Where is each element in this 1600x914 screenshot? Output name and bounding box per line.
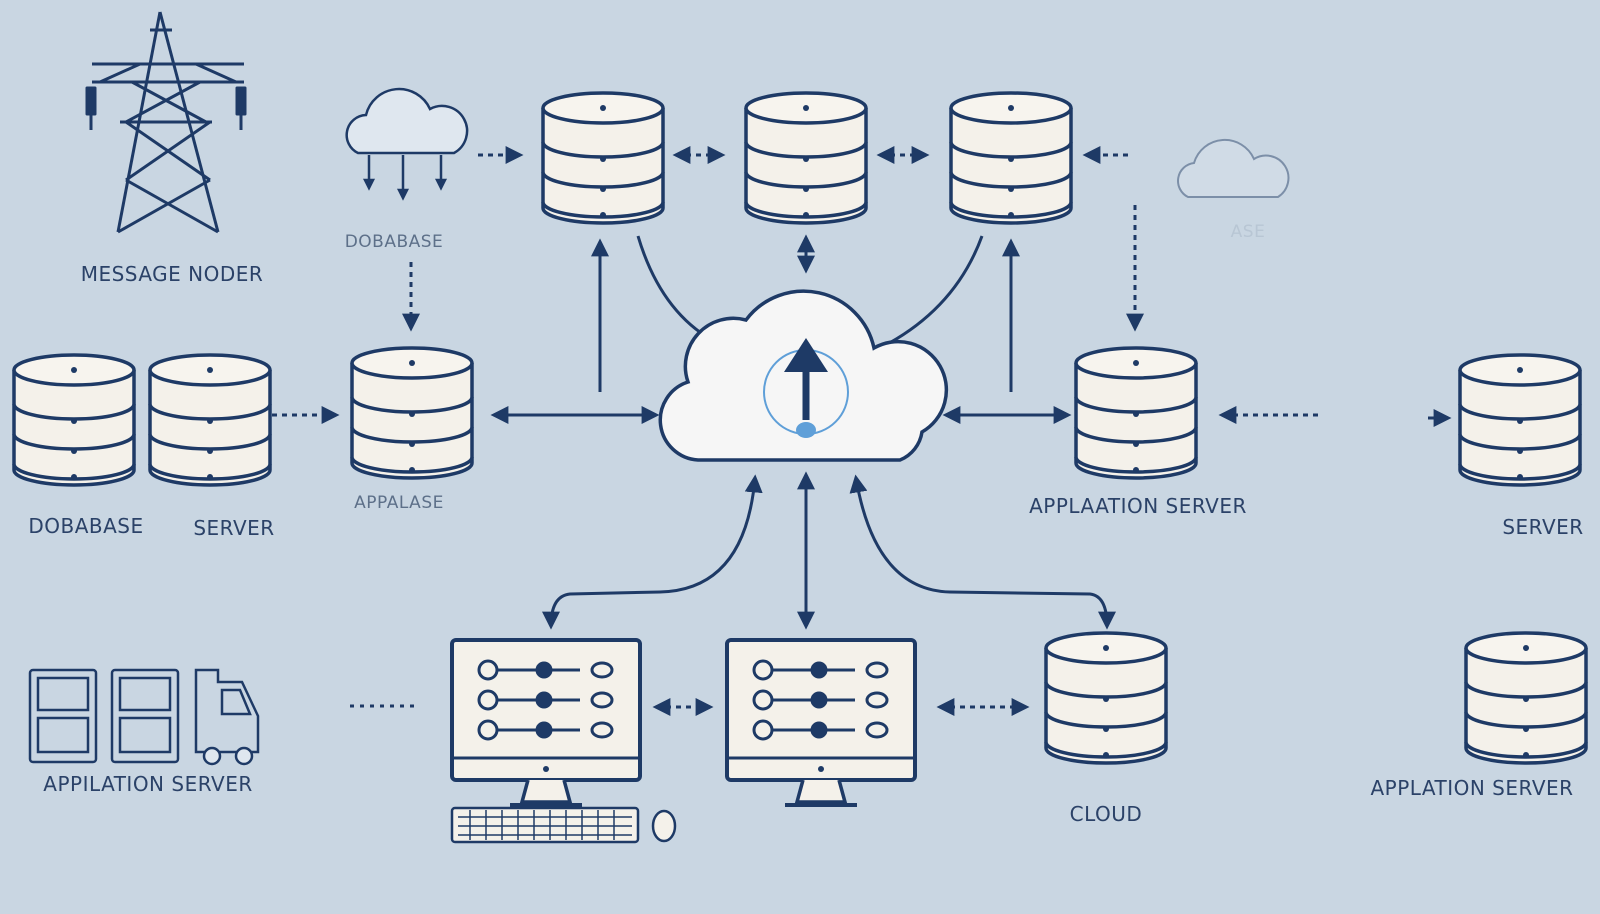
message-node-label: MESSAGE NODER: [80, 262, 264, 286]
transmission-tower-icon: [85, 11, 247, 234]
link-db3-cloud: [879, 235, 984, 350]
left-server-label: SERVER: [193, 516, 275, 540]
far-right-server-label: SERVER: [1502, 515, 1584, 539]
application-server-icon: [1074, 346, 1198, 480]
monitor-2-icon: [725, 638, 917, 807]
faint-cloud-icon: [1177, 138, 1290, 198]
left-database-label: DOBABASE: [28, 514, 144, 538]
link-cloud-db: [849, 474, 1116, 630]
server-rack-icons: [28, 668, 180, 764]
bottom-right-app-server-label: APPLATION SERVER: [1370, 776, 1574, 800]
central-cloud-icon: [658, 289, 949, 462]
link-cloud-monitor1: [542, 474, 763, 630]
database-top-1-icon: [541, 91, 665, 225]
cloud-database-icon: [1044, 631, 1168, 765]
mouse-icon: [651, 809, 677, 843]
cloud-database-label: CLOUD: [1069, 802, 1143, 826]
app-database-label: APPALASE: [354, 493, 444, 513]
app-database-icon: [350, 346, 474, 480]
server-left-icon: [148, 353, 272, 487]
truck-icon: [194, 668, 260, 766]
database-top-2-icon: [744, 91, 868, 225]
small-cloud-icon: [345, 87, 469, 201]
link-db1-cloud: [636, 235, 713, 342]
monitor-1-icon: [450, 638, 642, 807]
connectors: [272, 146, 1452, 716]
bottom-right-server-icon: [1464, 631, 1588, 765]
top-cloud-label: DOBABASE: [344, 232, 444, 252]
bottom-left-app-server-label: APPILATION SERVER: [43, 772, 253, 796]
application-server-label: APPLAATION SERVER: [1029, 494, 1247, 518]
far-right-server-icon: [1458, 353, 1582, 487]
database-left-icon: [12, 353, 136, 487]
top-right-cloud-label: ASE: [1230, 222, 1266, 242]
keyboard-icon: [450, 806, 640, 844]
database-top-3-icon: [949, 91, 1073, 225]
